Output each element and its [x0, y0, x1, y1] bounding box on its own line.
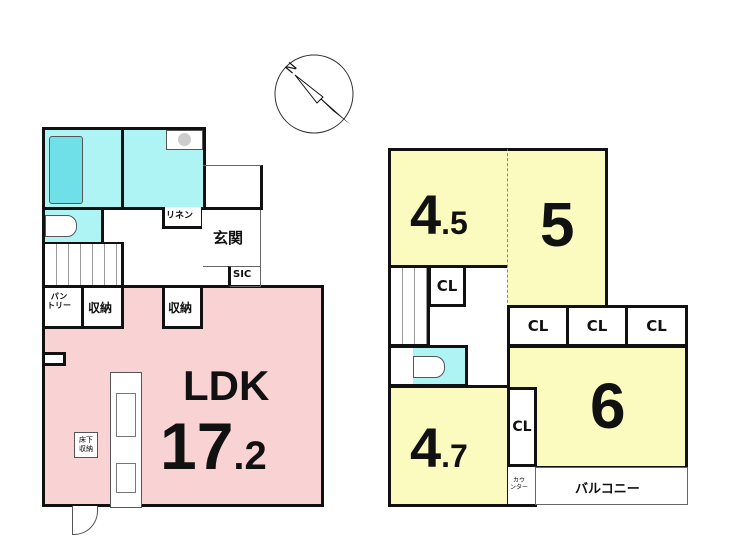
- toilet-icon: [45, 215, 77, 237]
- shoe-closet: [228, 266, 261, 287]
- counter: [507, 466, 537, 507]
- closet-label-1: CL: [436, 277, 458, 295]
- entrance-door-area: [203, 165, 263, 210]
- toilet-2f: [388, 345, 468, 387]
- room-4-7-label: 4.7: [410, 416, 468, 479]
- compass-icon: [274, 54, 354, 134]
- toilet-icon: [413, 356, 445, 378]
- linen-label: リネン: [166, 211, 194, 221]
- room-4-7: [388, 385, 510, 507]
- compass: N: [273, 53, 355, 135]
- room-6-label: 6: [590, 370, 626, 442]
- storage-1-label: 収納: [88, 301, 113, 315]
- room-5-label: 5: [540, 191, 575, 260]
- room-4-5: [388, 148, 510, 268]
- column: [42, 352, 66, 366]
- closet-stair: [428, 265, 466, 307]
- storage-2: [162, 285, 203, 329]
- balcony-label: バルコニー: [575, 482, 640, 497]
- bathroom: [42, 127, 124, 210]
- washroom: [121, 127, 206, 210]
- linen-closet: [162, 207, 202, 229]
- closet-label-3: CL: [586, 317, 608, 335]
- pantry-label: パントリー: [47, 292, 71, 310]
- closet-label-4: CL: [646, 317, 667, 335]
- room-6: [507, 345, 688, 469]
- balcony: [535, 467, 688, 505]
- entrance-label: 玄関: [213, 229, 244, 247]
- ldk-size: 17.2: [160, 409, 267, 483]
- closet-label-2: CL: [527, 317, 549, 335]
- room-4-5-label: 4.5: [410, 183, 468, 246]
- closet-5: [507, 387, 537, 467]
- stairs-1f: [42, 242, 124, 288]
- room-5: [507, 148, 608, 308]
- toilet-1f: [42, 207, 104, 245]
- kitchen-counter: [110, 372, 142, 508]
- entry-door[interactable]: [72, 506, 98, 535]
- storage-2-label: 収納: [168, 301, 193, 315]
- stairs-2f: [388, 265, 430, 347]
- underfloor-storage: 床下収納: [74, 432, 98, 458]
- washbasin-icon: [166, 130, 203, 150]
- bathtub: [49, 136, 83, 204]
- counter-label: カウンター: [510, 477, 529, 491]
- storage-1: [81, 285, 124, 329]
- sic-label: SIC: [233, 269, 252, 280]
- closet-label-5: CL: [512, 419, 532, 435]
- ldk-label: LDK: [183, 362, 270, 409]
